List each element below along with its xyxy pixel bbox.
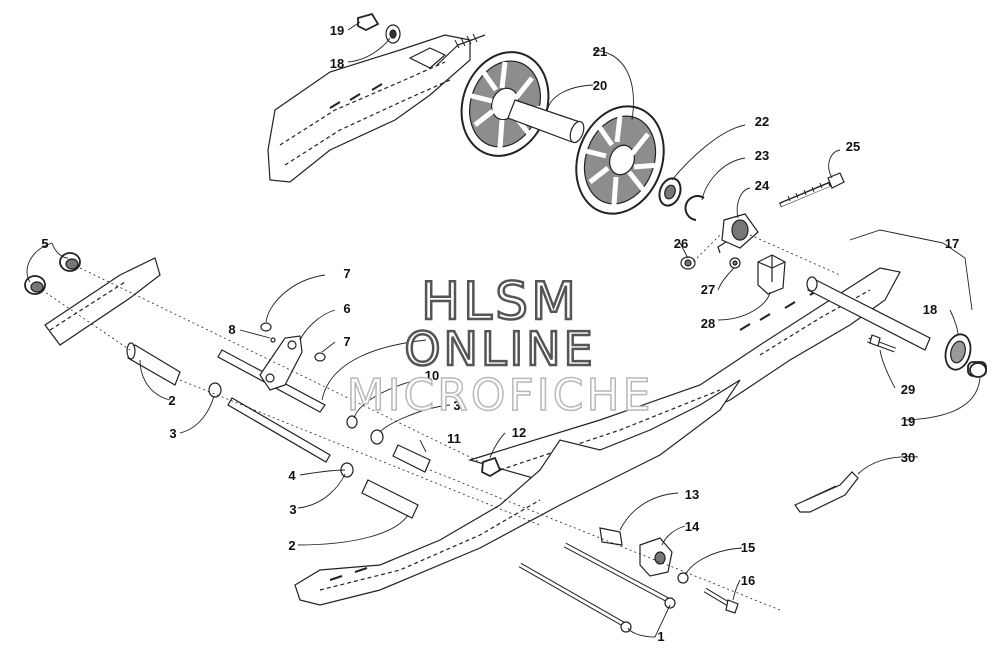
callout-7-lower: 7	[343, 334, 350, 349]
axle-shaft	[507, 99, 585, 144]
washer-15	[677, 572, 689, 584]
long-bolt-1b	[563, 542, 676, 609]
bolt-29	[867, 334, 896, 353]
callout-27: 27	[701, 282, 715, 297]
callout-19-top: 19	[330, 23, 344, 38]
washer-7b	[314, 352, 326, 362]
bracket-30	[794, 471, 859, 513]
callout-13: 13	[685, 487, 699, 502]
callout-26: 26	[674, 236, 688, 251]
callout-labels: 19 18 21 20 22 23 24 25 5 26 17 7 6 27 2…	[41, 23, 959, 644]
callout-29: 29	[901, 382, 915, 397]
callout-24: 24	[755, 178, 770, 193]
callout-1: 1	[657, 629, 664, 644]
cap-5-lower	[24, 275, 46, 295]
spacer-2-lower	[361, 479, 419, 519]
callout-5: 5	[41, 236, 48, 251]
upper-rail-section	[267, 33, 486, 183]
callout-20: 20	[593, 78, 607, 93]
callout-19-right: 19	[901, 414, 915, 429]
spacer-2-upper	[126, 342, 181, 386]
watermark-line-3: MICROFICHE	[346, 369, 654, 422]
callout-4: 4	[288, 468, 296, 483]
rear-axle	[806, 276, 931, 351]
callout-17: 17	[945, 236, 959, 251]
callout-2-upper: 2	[168, 393, 175, 408]
callout-leaders	[26, 21, 981, 638]
cap-19-top	[357, 12, 380, 32]
washer-7a	[260, 322, 272, 332]
nut-26	[680, 256, 696, 270]
spacer-13	[599, 527, 623, 546]
callout-23: 23	[755, 148, 769, 163]
bolt-16	[703, 587, 739, 614]
watermark-line-2: ONLINE	[403, 321, 596, 378]
callout-14: 14	[685, 519, 700, 534]
callout-6: 6	[343, 301, 350, 316]
nut-27	[729, 257, 741, 269]
cap-19-bottom	[969, 362, 987, 378]
callout-15: 15	[741, 540, 755, 555]
callout-9: 9	[430, 333, 437, 348]
callout-8: 8	[228, 322, 235, 337]
spacer-11	[392, 444, 431, 473]
idler-wheel-front	[575, 105, 665, 215]
adjuster-block	[757, 254, 786, 295]
washer-3a	[208, 382, 222, 398]
watermark-line-1: HLSM	[420, 271, 579, 334]
callout-2-lower: 2	[288, 538, 295, 553]
callout-18-right: 18	[923, 302, 937, 317]
arm-6	[259, 335, 303, 391]
callout-7-upper: 7	[343, 266, 350, 281]
assembly-lines	[41, 234, 841, 611]
washer-3b	[370, 429, 384, 445]
callout-11: 11	[447, 431, 461, 446]
callout-3-left: 3	[169, 426, 176, 441]
callout-28: 28	[701, 316, 715, 331]
bracket-14	[639, 537, 673, 577]
callout-3-lower: 3	[289, 502, 296, 517]
callout-30: 30	[901, 450, 915, 465]
callout-18-top: 18	[330, 56, 344, 71]
cap-5-upper	[59, 252, 81, 272]
snap-ring	[684, 195, 705, 221]
main-slide-rail	[44, 257, 741, 606]
shaft-4	[227, 397, 331, 463]
pin-8	[270, 337, 276, 343]
callout-3-right: 3	[453, 398, 460, 413]
callout-10: 10	[425, 368, 439, 383]
washer-10	[346, 415, 358, 429]
callout-22: 22	[755, 114, 769, 129]
bushing-12	[481, 456, 502, 478]
bearing	[658, 177, 682, 207]
callout-16: 16	[741, 573, 755, 588]
axle-cap	[717, 213, 759, 254]
long-bolt-1a	[518, 562, 632, 633]
callout-21: 21	[593, 44, 607, 59]
callout-25: 25	[846, 139, 860, 154]
callout-12: 12	[512, 425, 526, 440]
long-bolt	[779, 172, 845, 208]
